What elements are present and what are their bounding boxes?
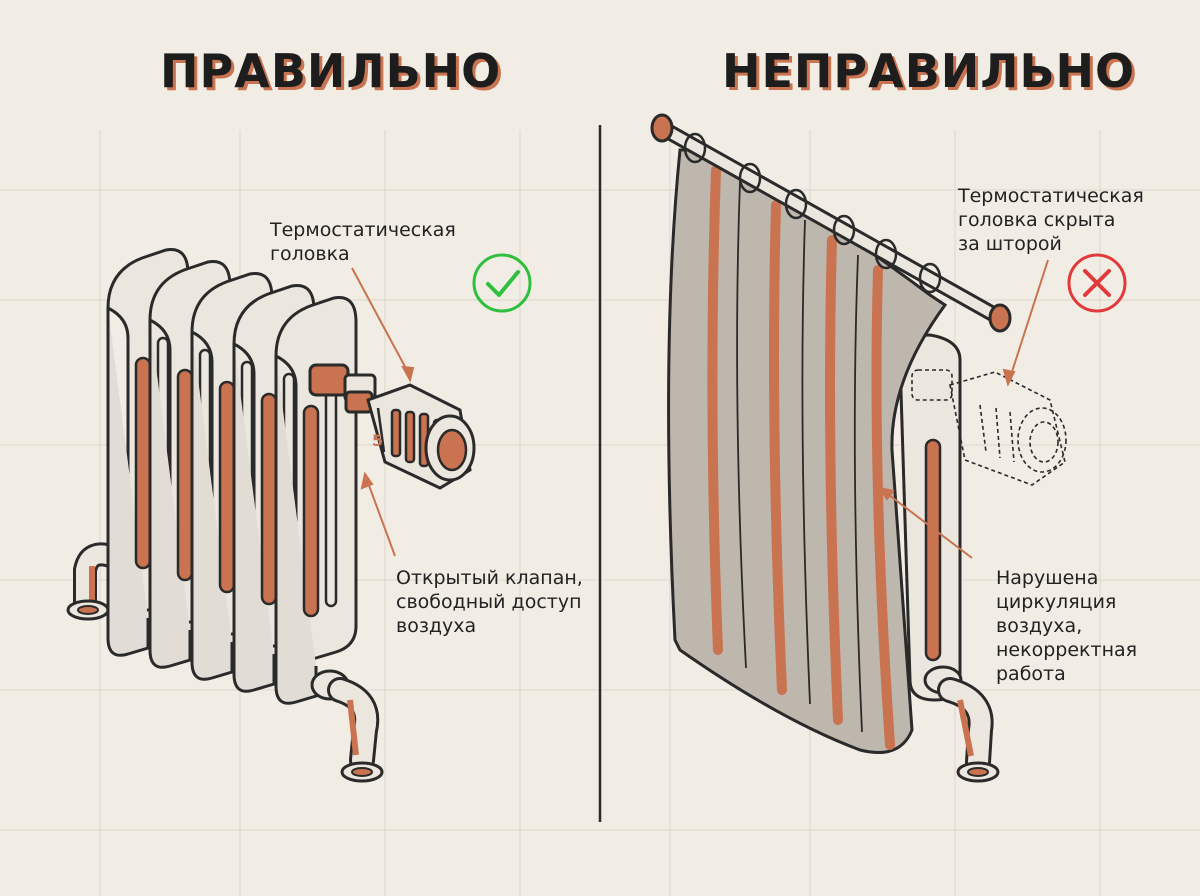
incorrect-heading: НЕПРАВИЛЬНО — [722, 44, 1136, 98]
thermostatic-head: 5 — [366, 383, 476, 490]
radiator-body — [106, 248, 358, 705]
callout-arrows-right — [877, 259, 1049, 559]
correct-heading: ПРАВИЛЬНО — [160, 44, 502, 98]
dial-number: 5 — [372, 431, 383, 450]
check-badge — [472, 253, 532, 313]
cross-badge — [1067, 253, 1127, 313]
thermostat-valve — [308, 363, 377, 414]
thermostatic-head-label: Термостатическая головка — [270, 219, 456, 265]
hidden-thermostatic-head — [911, 369, 1067, 486]
incorrect-radiator-illustration — [650, 113, 1127, 783]
cross-icon — [1083, 269, 1111, 297]
curtain-rod — [650, 113, 1012, 333]
outlet-pipe — [310, 669, 384, 783]
curtain — [667, 148, 948, 754]
correct-radiator-illustration: 5 — [66, 248, 532, 783]
hidden-radiator — [898, 333, 1000, 783]
circulation-label: Нарушена циркуляция воздуха, некорректна… — [996, 567, 1138, 685]
check-icon — [486, 270, 520, 297]
open-valve-label: Открытый клапан, свободный доступ воздух… — [396, 567, 583, 637]
callout-arrows — [351, 267, 415, 557]
hidden-head-label: Термостатическая головка скрыта за шторо… — [958, 185, 1144, 255]
